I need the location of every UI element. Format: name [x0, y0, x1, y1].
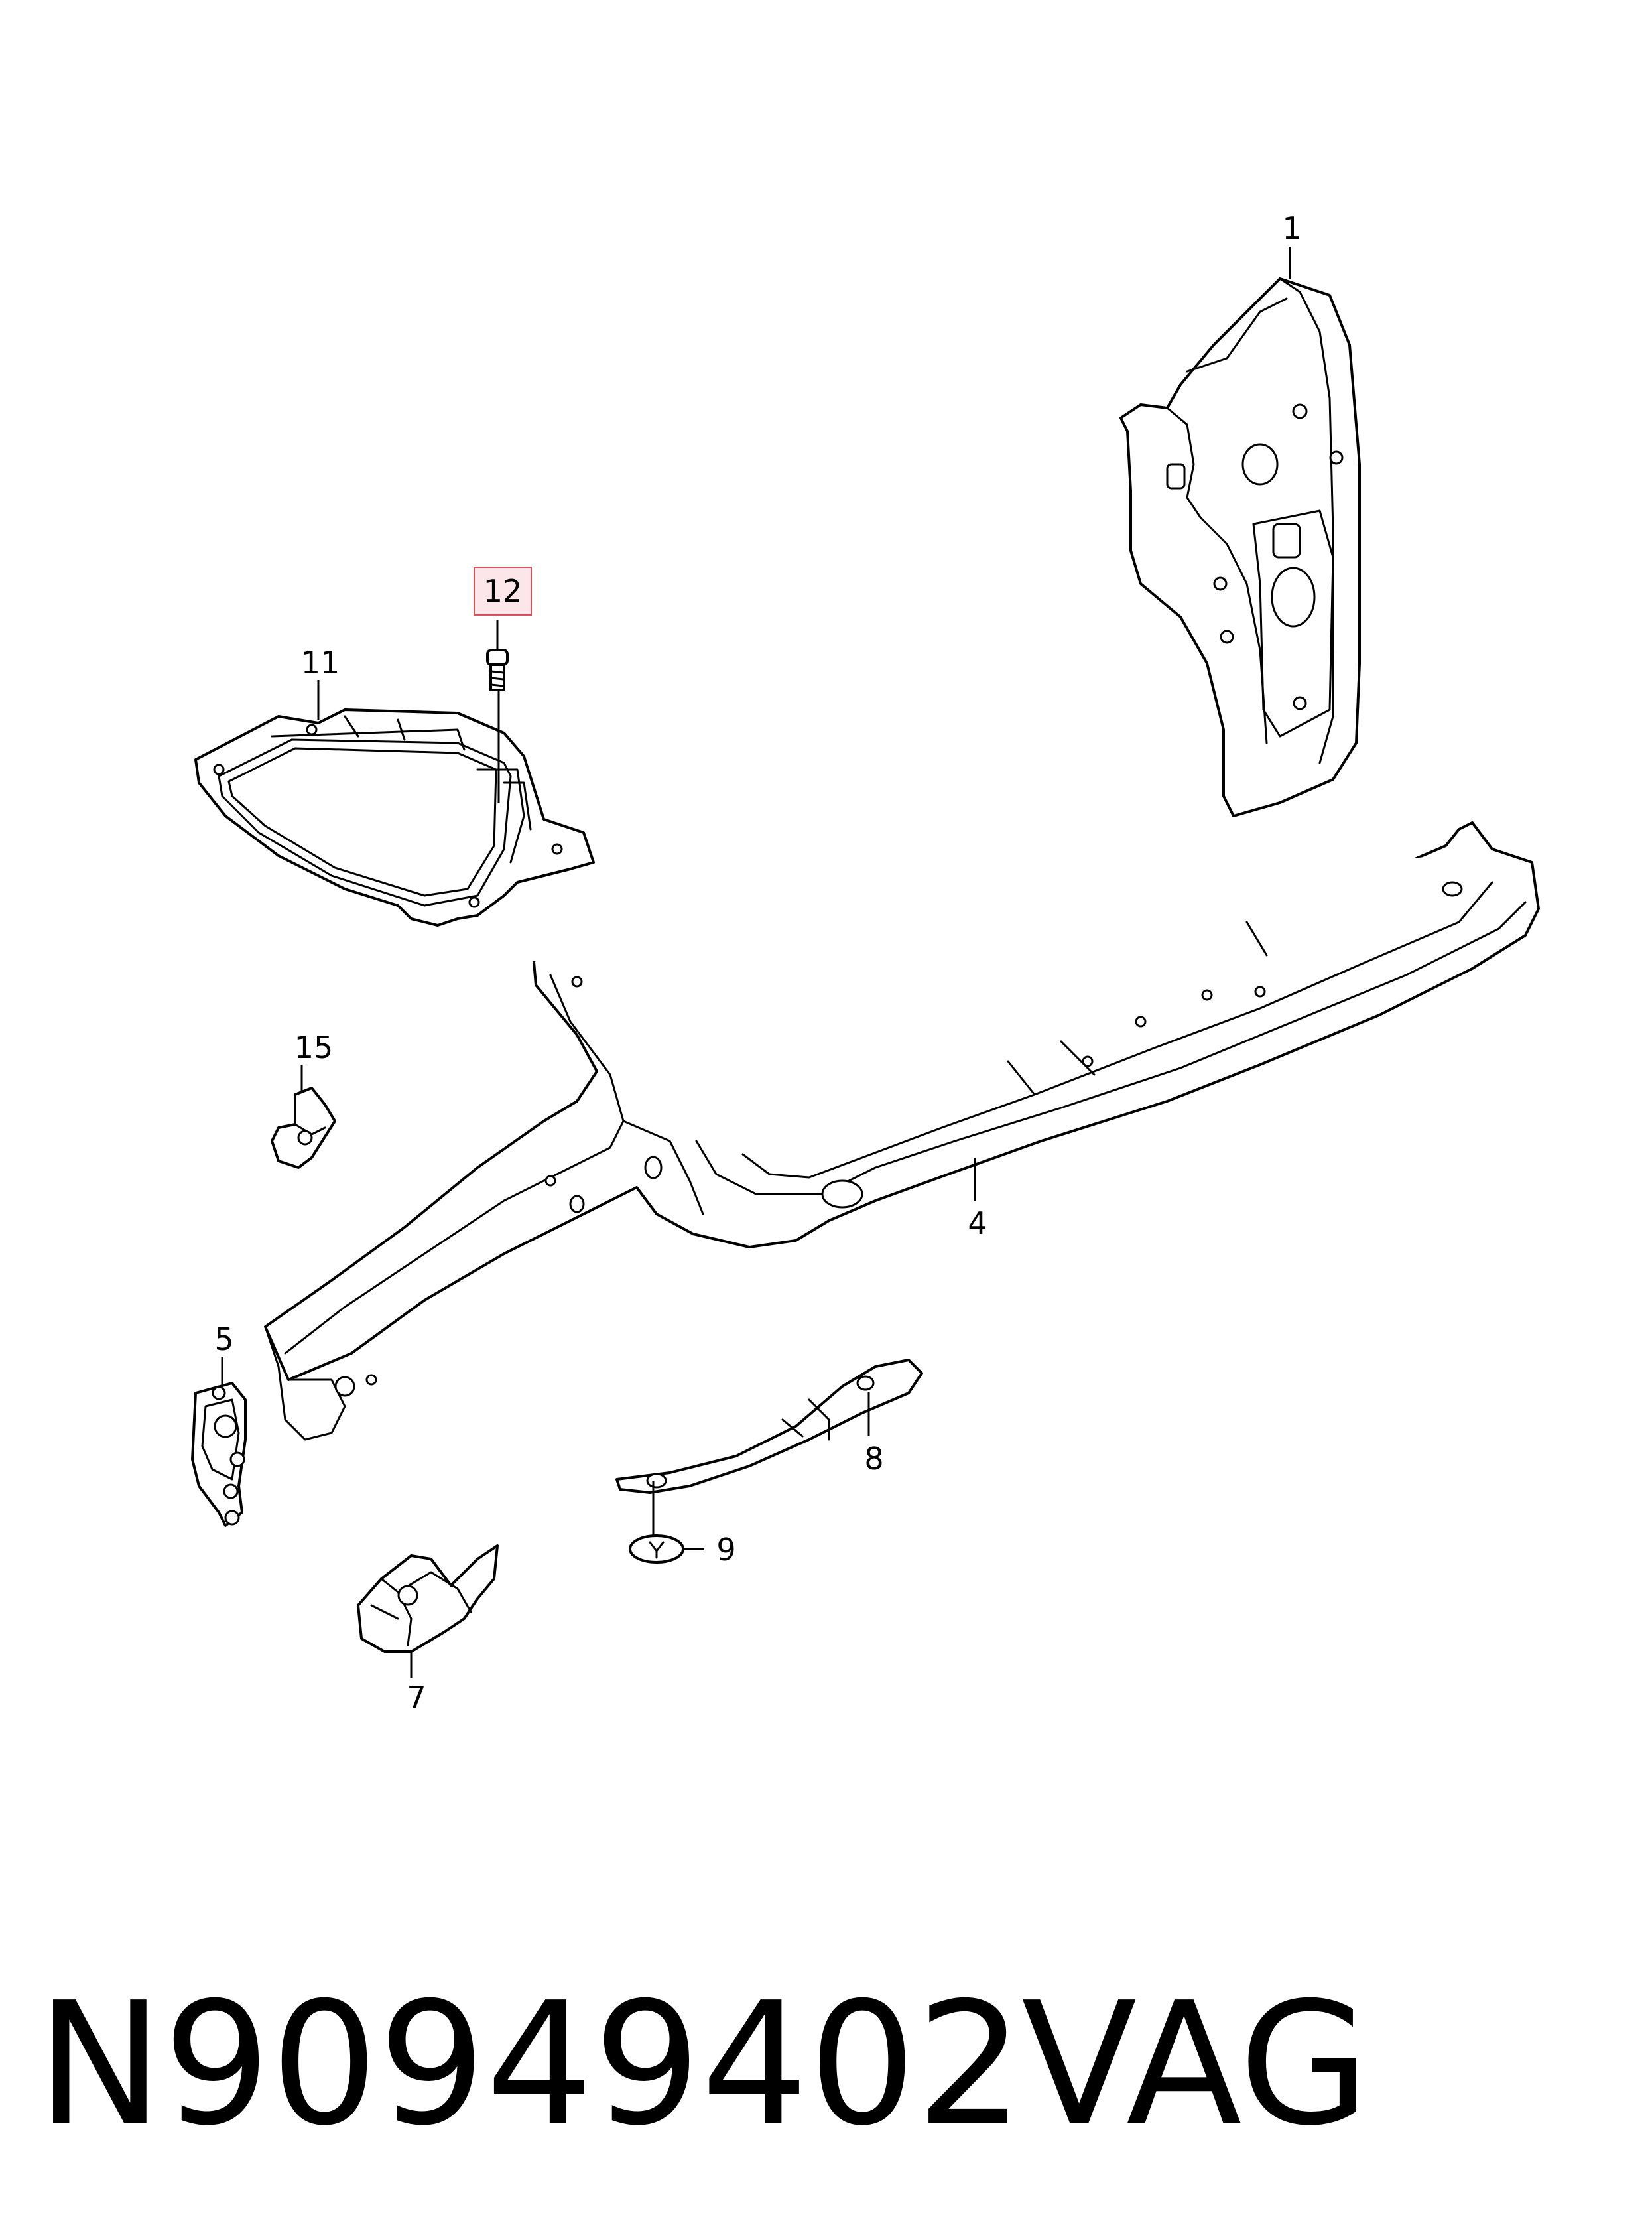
part-4-side-member: [264, 821, 1540, 1441]
part-9-plug: [629, 1534, 684, 1564]
brand-name: VAG: [1021, 1966, 1370, 2163]
callout-12: 12: [483, 573, 523, 609]
callout-9: 9: [716, 1532, 735, 1568]
callout-labels: 1 11 12 15 4 5 8 9 7: [214, 210, 1301, 1715]
callout-15: 15: [294, 1030, 334, 1065]
callout-12-highlight: [474, 567, 532, 616]
part-11-cross-member: [194, 708, 595, 927]
callout-4: 4: [968, 1205, 987, 1241]
footer: N90949402 VAG: [36, 1966, 1370, 2163]
part-12-bolt: [486, 649, 509, 691]
part-number: N90949402: [36, 1966, 1024, 2163]
callout-7: 7: [407, 1680, 426, 1715]
part-5-mounting-plate: [191, 1382, 247, 1527]
part-1-pillar-panel: [1119, 277, 1361, 817]
part-7-lower-bracket: [357, 1544, 499, 1653]
callout-8: 8: [864, 1441, 883, 1477]
callout-1: 1: [1282, 210, 1301, 246]
part-15-bracket: [271, 1087, 336, 1169]
leader-lines: [221, 247, 1291, 1678]
callout-5: 5: [214, 1321, 233, 1357]
callout-11: 11: [301, 645, 340, 681]
part-8-strap: [615, 1359, 923, 1494]
